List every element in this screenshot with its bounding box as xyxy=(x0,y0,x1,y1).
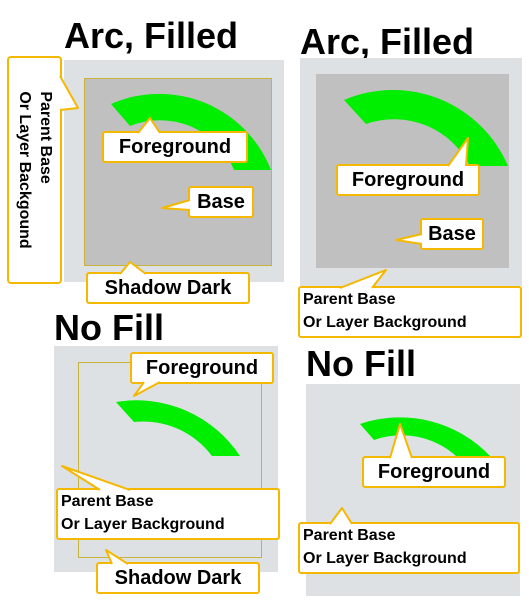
panel3-foreground-arc xyxy=(116,400,240,456)
panel1-title: Arc, Filled xyxy=(64,15,239,56)
panel1-foreground-pointer xyxy=(137,117,161,134)
panel2-foreground-pointer xyxy=(447,137,469,167)
panel4-foreground-pointer xyxy=(389,423,413,459)
panel2-parent-label: Parent Base Or Layer Background xyxy=(298,286,522,338)
panel2-parent-line2: Or Layer Background xyxy=(303,314,467,331)
panel4-parent-line1: Parent Base xyxy=(303,527,396,544)
panel2-parent-line1: Parent Base xyxy=(303,291,396,308)
panel4-title: No Fill xyxy=(306,343,416,384)
panel1-foreground-label: Foreground xyxy=(102,131,248,163)
panel1-side-pointer xyxy=(59,75,79,111)
panel2-title: Arc, Filled xyxy=(300,21,475,62)
panel3-parent-line2: Or Layer Background xyxy=(61,516,225,533)
panel4-parent-label: Parent Base Or Layer Background xyxy=(298,522,520,574)
panel4-foreground-label: Foreground xyxy=(362,456,506,488)
panel1-base-label: Base xyxy=(188,186,254,218)
panel1-shadow-label: Shadow Dark xyxy=(86,272,250,304)
panel4-parent-line2: Or Layer Background xyxy=(303,550,467,567)
panel3-title: No Fill xyxy=(54,307,164,348)
panel4-foreground-arc xyxy=(360,417,490,456)
panel2-base-pointer xyxy=(395,233,423,245)
panel3-parent-label: Parent Base Or Layer Background xyxy=(56,488,280,540)
panel3-parent-line1: Parent Base xyxy=(61,493,154,510)
panel4-parent-pointer xyxy=(329,507,353,525)
panel3-foreground-pointer xyxy=(133,381,161,397)
panel1-side-label: Parent Base Or Layer Backgound xyxy=(7,56,62,284)
panel1-shadow-pointer xyxy=(119,261,147,275)
panel2-parent-pointer xyxy=(339,269,387,289)
panel3-parent-pointer xyxy=(61,465,131,491)
panel3-shadow-pointer xyxy=(105,549,129,565)
panel1-base-pointer xyxy=(161,199,191,211)
panel3-foreground-label: Foreground xyxy=(130,352,274,384)
panel2-foreground-label: Foreground xyxy=(336,164,480,196)
panel3-shadow-label: Shadow Dark xyxy=(96,562,260,594)
panel2-base-label: Base xyxy=(420,218,484,250)
